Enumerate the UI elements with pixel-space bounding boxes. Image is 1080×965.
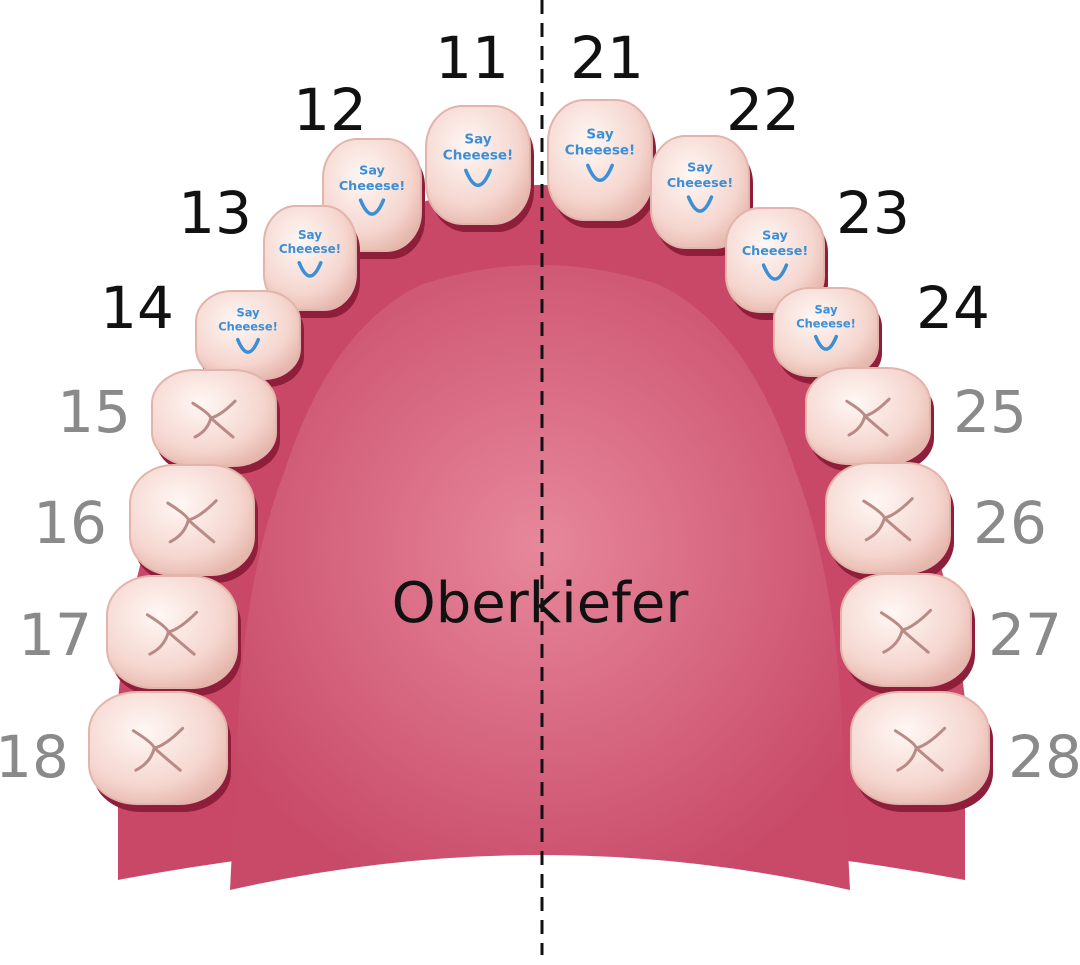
tooth-number-23: 23 xyxy=(836,179,910,247)
tooth-number-25: 25 xyxy=(953,378,1027,446)
tooth-number-22: 22 xyxy=(726,76,800,144)
smile-icon xyxy=(235,337,261,354)
smile-icon xyxy=(586,163,614,182)
smile-icon xyxy=(761,263,789,281)
badge-line2: Cheeese! xyxy=(742,244,808,259)
tooth-26 xyxy=(825,462,954,581)
badge-line2: Cheeese! xyxy=(443,148,513,164)
badge-line1: Say xyxy=(687,161,713,176)
fissure-mark xyxy=(131,726,185,772)
tooth-16 xyxy=(129,464,258,583)
fissure-mark xyxy=(845,397,891,437)
tooth-28 xyxy=(850,691,993,812)
tooth-crown xyxy=(195,290,301,380)
badge-line2: Cheeese! xyxy=(218,319,278,333)
tooth-number-27: 27 xyxy=(988,601,1062,669)
tooth-number-17: 17 xyxy=(18,601,92,669)
tooth-crown xyxy=(547,99,653,221)
badge-line2: Cheeese! xyxy=(796,316,856,330)
tooth-number-15: 15 xyxy=(57,378,131,446)
tooth-number-21: 21 xyxy=(570,24,644,92)
fissure-mark xyxy=(191,399,237,439)
badge-line1: Say xyxy=(298,228,322,242)
fissure-mark xyxy=(893,726,947,772)
badge-line2: Cheeese! xyxy=(667,176,733,191)
tooth-crown xyxy=(773,287,879,377)
tooth-crown xyxy=(425,105,531,225)
badge-line1: Say xyxy=(586,126,613,142)
tooth-27 xyxy=(840,573,975,694)
tooth-15 xyxy=(151,369,280,474)
tooth-17 xyxy=(106,575,241,696)
tooth-number-12: 12 xyxy=(293,76,367,144)
badge-line1: Say xyxy=(464,131,491,147)
tooth-number-13: 13 xyxy=(178,179,252,247)
badge-line1: Say xyxy=(762,229,788,244)
jaw-label: Oberkiefer xyxy=(392,571,690,636)
tooth-crown xyxy=(650,135,750,249)
badge-line2: Cheeese! xyxy=(339,179,405,194)
tooth-number-16: 16 xyxy=(33,489,107,557)
badge-line1: Say xyxy=(359,164,385,179)
tooth-number-28: 28 xyxy=(1008,723,1080,791)
badge-line1: Say xyxy=(236,306,260,320)
smile-icon xyxy=(686,195,714,213)
smile-icon xyxy=(297,261,323,278)
palate xyxy=(230,265,850,890)
tooth-25 xyxy=(805,367,934,472)
tooth-crown xyxy=(263,205,357,311)
tooth-number-26: 26 xyxy=(973,489,1047,557)
tooth-number-14: 14 xyxy=(100,274,174,342)
smile-icon xyxy=(358,198,386,216)
tooth-number-18: 18 xyxy=(0,723,69,791)
fissure-mark xyxy=(166,499,218,544)
tooth-number-24: 24 xyxy=(916,274,990,342)
badge-line1: Say xyxy=(814,303,838,317)
tooth-number-11: 11 xyxy=(435,24,509,92)
fissure-mark xyxy=(145,610,199,656)
badge-line2: Cheeese! xyxy=(279,242,341,256)
smile-icon xyxy=(813,334,839,351)
badge-line2: Cheeese! xyxy=(565,143,635,159)
fissure-mark xyxy=(879,608,933,654)
fissure-mark xyxy=(862,497,914,542)
smile-icon xyxy=(464,168,492,187)
tooth-18 xyxy=(88,691,231,812)
